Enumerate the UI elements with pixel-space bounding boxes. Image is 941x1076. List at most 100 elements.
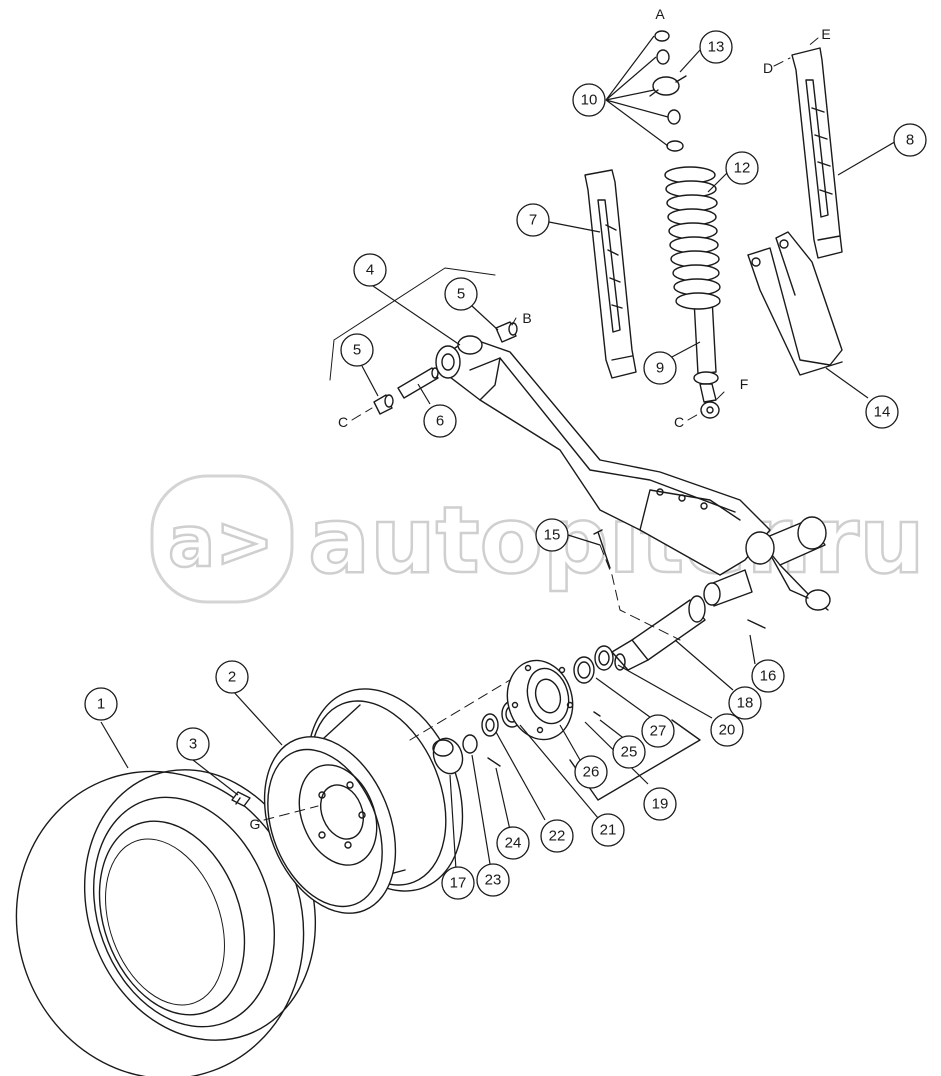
callout-label: 18 xyxy=(737,695,754,712)
bracket-right xyxy=(791,47,843,259)
hub-assembly xyxy=(409,645,701,801)
wheel-rim xyxy=(263,688,464,914)
callout-circle xyxy=(574,755,608,789)
callout-label: 5 xyxy=(457,286,465,303)
valve-stem xyxy=(231,791,251,807)
callout-circle xyxy=(353,253,387,287)
callout-label: 13 xyxy=(708,39,725,56)
reference-letters: A B C C D E F G xyxy=(250,6,831,832)
callout-circle xyxy=(84,687,118,721)
callout-c17: 17 xyxy=(441,866,475,900)
callout-circle xyxy=(643,787,677,821)
watermark-logo-glyph: a> xyxy=(168,501,274,583)
callout-circle xyxy=(865,395,899,429)
clevis-pin xyxy=(597,531,611,569)
spindle xyxy=(611,595,706,671)
callout-circle xyxy=(893,123,927,157)
callout-label: 1 xyxy=(97,696,105,713)
callout-circle xyxy=(176,727,210,761)
callout-circle xyxy=(516,203,550,237)
callout-c3: 3 xyxy=(176,727,210,761)
callout-c8: 8 xyxy=(893,123,927,157)
callout-label: 26 xyxy=(583,764,600,781)
callout-c26: 26 xyxy=(574,755,608,789)
callout-c24: 24 xyxy=(496,826,530,860)
callout-label: 23 xyxy=(485,872,502,889)
callout-circle xyxy=(710,713,744,747)
callout-label: 27 xyxy=(650,723,667,740)
callout-c2: 2 xyxy=(215,660,249,694)
callout-c27: 27 xyxy=(641,714,675,748)
axle-arm xyxy=(329,267,831,641)
callout-c5a: 5 xyxy=(444,277,478,311)
callout-c13: 13 xyxy=(699,30,733,64)
callout-label: 21 xyxy=(600,822,617,839)
callout-c12: 12 xyxy=(725,151,759,185)
callout-c19: 19 xyxy=(643,787,677,821)
callout-circle xyxy=(591,813,625,847)
callout-c1: 1 xyxy=(84,687,118,721)
callout-label: 7 xyxy=(529,212,537,229)
top-mount xyxy=(649,30,687,152)
callout-circle xyxy=(751,659,785,693)
callout-circle xyxy=(540,819,574,853)
callout-label: 9 xyxy=(656,360,664,377)
callout-label: 17 xyxy=(450,875,467,892)
callout-c18: 18 xyxy=(728,686,762,720)
callout-label: 22 xyxy=(549,828,566,845)
callout-circle xyxy=(476,863,510,897)
callout-label: 20 xyxy=(719,722,736,739)
callout-circle xyxy=(728,686,762,720)
callout-c22: 22 xyxy=(540,819,574,853)
callout-label: 12 xyxy=(734,160,751,177)
callout-circle xyxy=(423,404,457,438)
callout-c21: 21 xyxy=(591,813,625,847)
coil-spring xyxy=(664,166,721,310)
callout-c20: 20 xyxy=(710,713,744,747)
callout-label: 5 xyxy=(353,342,361,359)
callout-label: 24 xyxy=(505,835,522,852)
callout-circle xyxy=(725,151,759,185)
tire xyxy=(15,769,317,1076)
callout-c16: 16 xyxy=(751,659,785,693)
callout-c9: 9 xyxy=(643,351,677,385)
bracket-left xyxy=(584,169,637,379)
callout-label: 14 xyxy=(874,404,891,421)
callout-circle xyxy=(441,866,475,900)
link-bracket xyxy=(747,231,843,376)
callout-circle xyxy=(641,714,675,748)
callout-circle xyxy=(643,351,677,385)
callout-circle xyxy=(215,660,249,694)
callout-c10: 10 xyxy=(572,83,606,117)
callout-c7: 7 xyxy=(516,203,550,237)
reference-letter-e: E xyxy=(821,26,830,42)
callout-label: 19 xyxy=(652,796,669,813)
reference-letter-d: D xyxy=(763,60,773,76)
callout-c5b: 5 xyxy=(340,333,374,367)
callout-circle xyxy=(340,333,374,367)
leader-lines xyxy=(100,35,899,871)
callout-label: 15 xyxy=(544,527,561,544)
pin xyxy=(747,619,766,629)
reference-letter-f: F xyxy=(740,376,749,392)
callout-c23: 23 xyxy=(476,863,510,897)
shock-absorber xyxy=(693,297,720,419)
callout-label: 6 xyxy=(436,413,444,430)
callout-c4: 4 xyxy=(353,253,387,287)
callout-circle xyxy=(572,83,606,117)
part-callouts: 1234556789101213141516171819202122232425… xyxy=(84,30,927,900)
reference-letter-b: B xyxy=(522,310,531,326)
reference-letter-g: G xyxy=(250,816,261,832)
callout-label: 16 xyxy=(760,668,777,685)
reference-letter-a: A xyxy=(655,6,665,22)
callout-circle xyxy=(699,30,733,64)
callout-c25: 25 xyxy=(612,735,646,769)
reference-letter-c2: C xyxy=(674,414,684,430)
reference-letter-c1: C xyxy=(338,414,348,430)
callout-c14: 14 xyxy=(865,395,899,429)
callout-label: 2 xyxy=(228,669,236,686)
callout-circle xyxy=(496,826,530,860)
callout-c6: 6 xyxy=(423,404,457,438)
callout-label: 25 xyxy=(621,744,638,761)
